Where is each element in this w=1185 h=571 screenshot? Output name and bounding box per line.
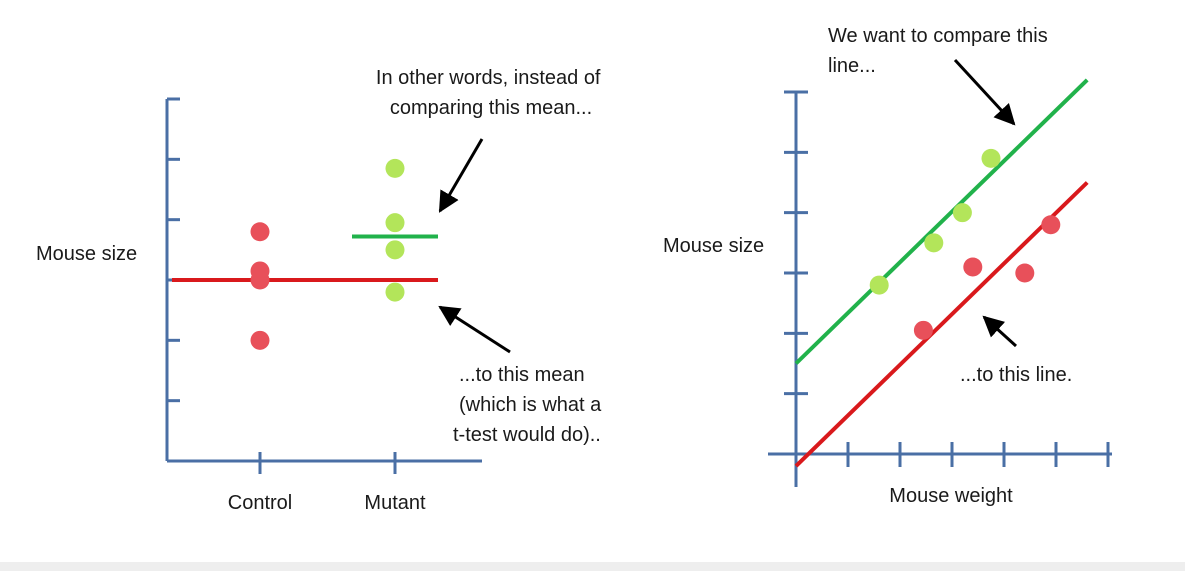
green-regression-line <box>794 78 1089 365</box>
regression-comparison-chart: Mouse size Mouse weight We want to compa… <box>663 25 1112 507</box>
right-x-ticks <box>846 442 1110 467</box>
red-data-point <box>913 320 933 340</box>
right-y-axis-label: Mouse size <box>663 235 764 257</box>
left-y-axis-label: Mouse size <box>36 243 137 265</box>
red-data-point <box>1015 263 1035 283</box>
red-data-point <box>1041 215 1061 235</box>
green-data-point <box>385 213 405 233</box>
green-data-point <box>869 275 889 295</box>
x-tick-label-mutant: Mutant <box>364 492 426 514</box>
green-data-point <box>385 282 405 302</box>
bottom-strip <box>0 562 1185 571</box>
green-data-point <box>924 233 944 253</box>
red-data-point <box>963 257 983 277</box>
right-y-ticks <box>784 90 808 396</box>
annotation-green-line: We want to compare this line... <box>828 25 1053 77</box>
red-data-point <box>250 330 270 350</box>
arrow-to-control-mean <box>438 305 511 354</box>
annotation-red-line: ...to this line. <box>960 364 1072 386</box>
arrow-to-mutant-mean <box>438 138 484 213</box>
x-tick-label-control: Control <box>228 492 292 514</box>
annotation-t-test: ...to this mean (which is what a t-test … <box>453 364 607 446</box>
group-comparison-chart: Mouse size Control Mutant In other words… <box>36 67 607 514</box>
right-x-axis-label: Mouse weight <box>889 485 1013 507</box>
red-regression-line <box>794 181 1089 468</box>
left-data-points <box>250 158 405 350</box>
red-data-point <box>250 222 270 242</box>
green-data-point <box>385 158 405 178</box>
right-data-points <box>869 148 1061 340</box>
green-data-point <box>952 203 972 223</box>
red-data-point <box>250 270 270 290</box>
arrow-to-red-line <box>982 315 1018 348</box>
arrow-to-green-line <box>953 58 1016 126</box>
green-data-point <box>385 240 405 260</box>
green-data-point <box>981 148 1001 168</box>
left-y-ticks <box>167 97 180 403</box>
annotation-mean-comparison: In other words, instead of comparing thi… <box>376 67 606 119</box>
